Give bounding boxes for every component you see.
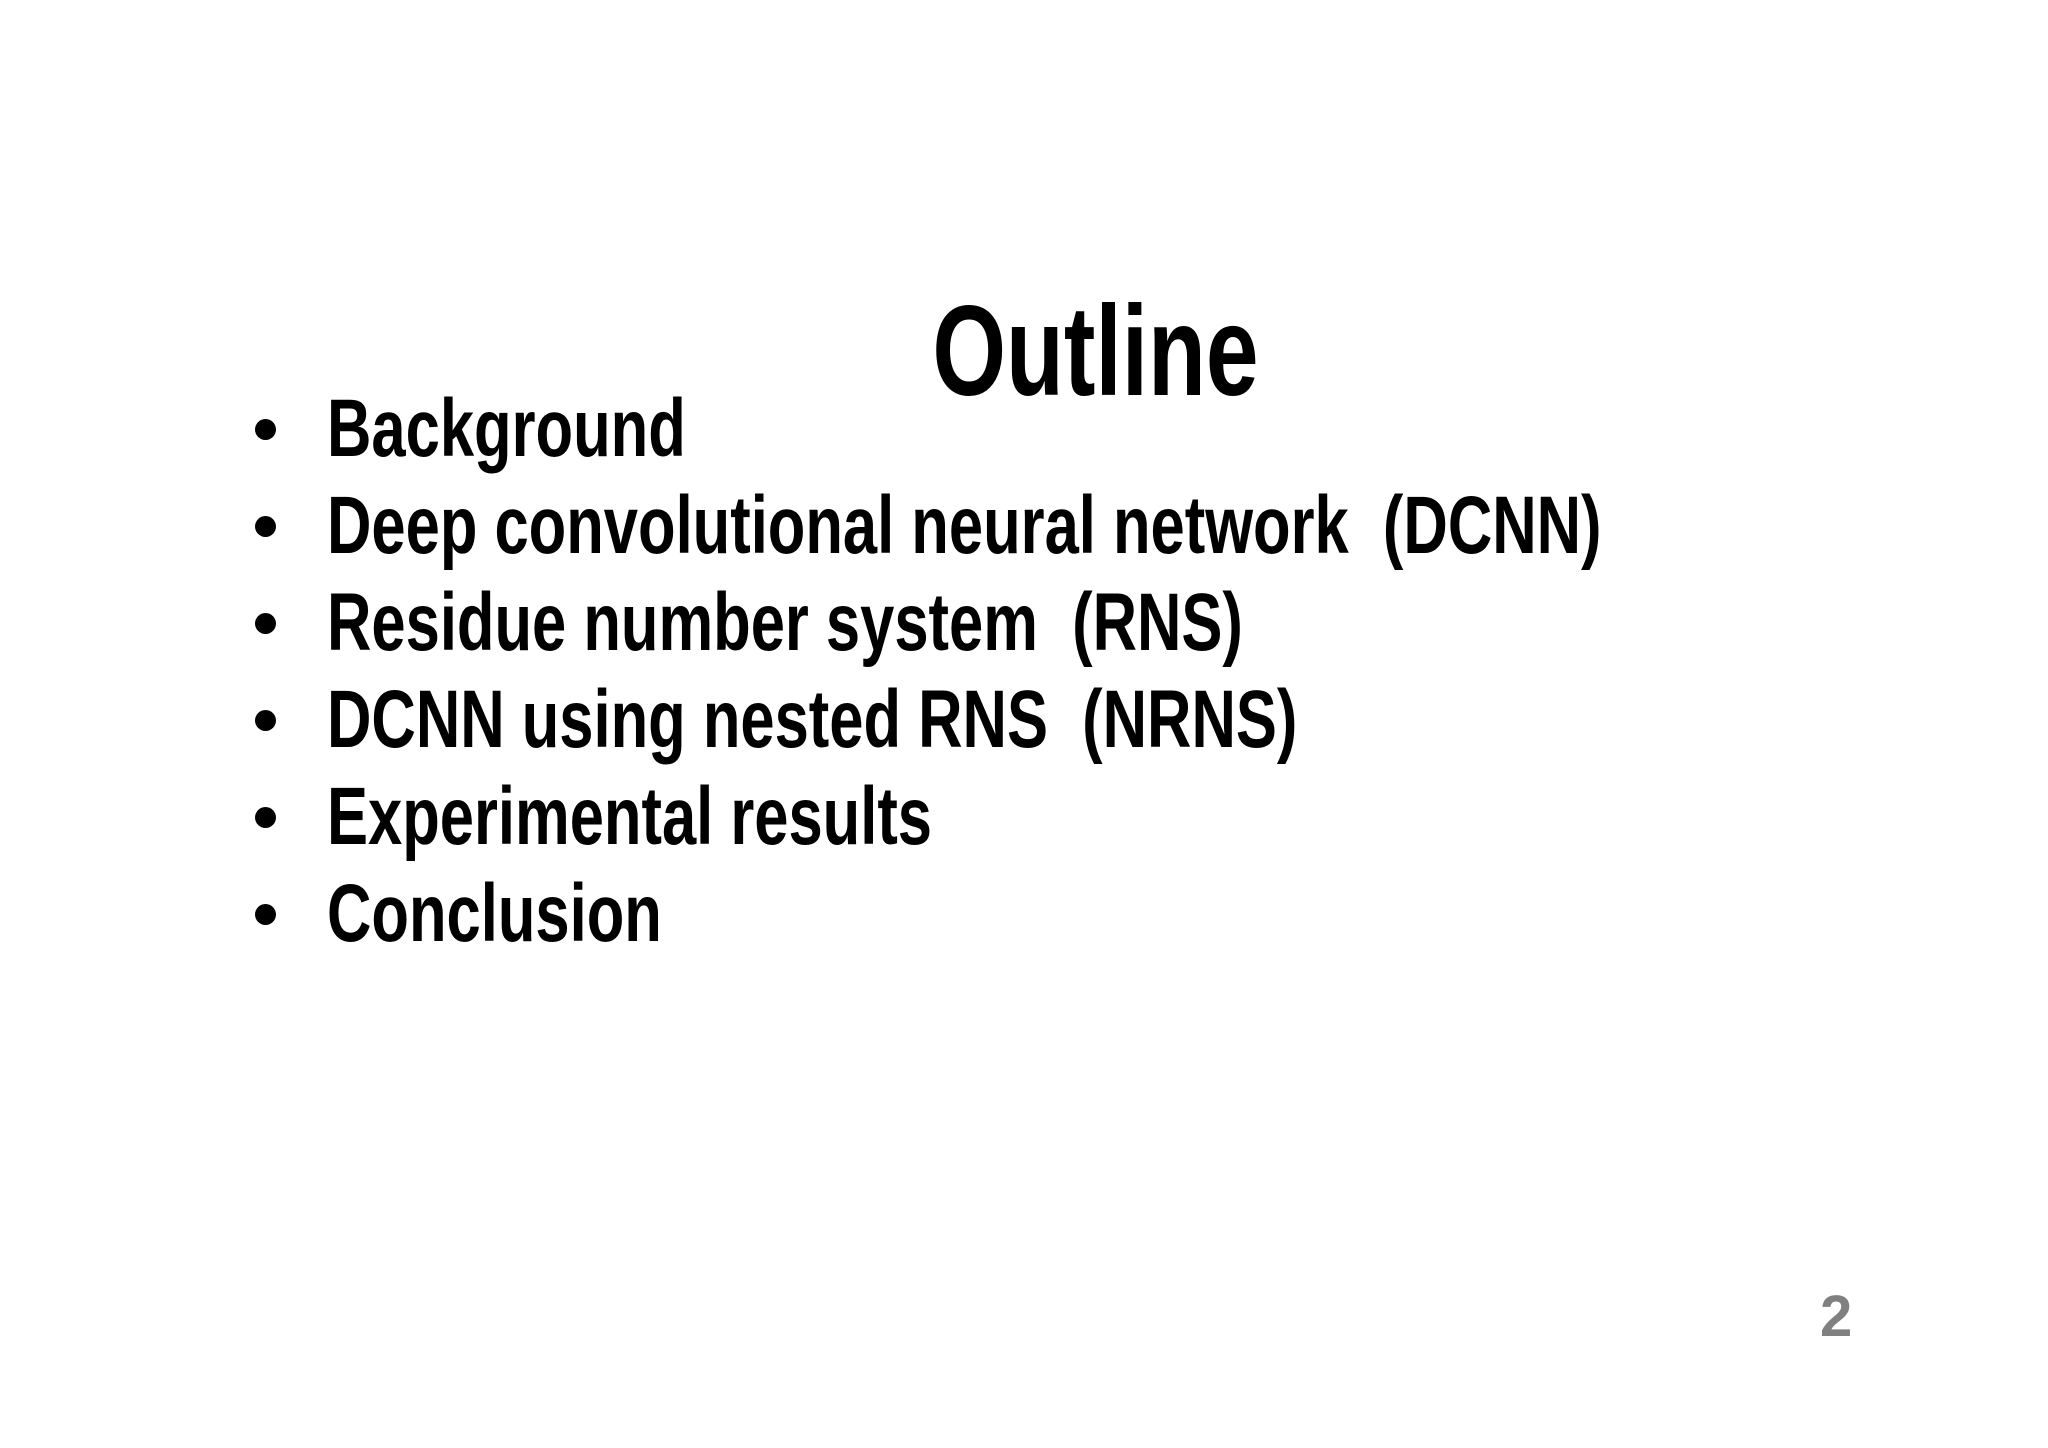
bullet-icon [255,516,276,537]
bullet-item-label: Experimental results [327,770,933,862]
bullet-icon [255,807,276,828]
slide-title-text: Outline [932,280,1259,423]
bullet-item-conclusion: Conclusion [255,865,2026,962]
bullet-item-label: DCNN using nested RNS (NRNS) [327,673,1298,765]
bullet-icon [255,710,276,731]
bullet-icon [255,904,276,925]
bullet-item-label: Conclusion [327,867,662,959]
bullet-item-experimental-results: Experimental results [255,768,2026,865]
bullet-icon [255,419,276,440]
page-number: 2 [1820,1284,1853,1349]
bullet-item-rns: Residue number system (RNS) [255,574,2026,671]
bullet-item-nrns: DCNN using nested RNS (NRNS) [255,671,2026,768]
bullet-item-dcnn: Deep convolutional neural network (DCNN) [255,477,2026,574]
bullet-item-label: Background [327,382,686,474]
slide-title: Outline [0,160,2048,544]
bullet-item-label: Residue number system (RNS) [327,576,1243,668]
bullet-item-label: Deep convolutional neural network (DCNN) [327,479,1602,571]
outline-bullet-list: Background Deep convolutional neural net… [255,380,2026,962]
bullet-item-background: Background [255,380,2026,477]
bullet-icon [255,613,276,634]
